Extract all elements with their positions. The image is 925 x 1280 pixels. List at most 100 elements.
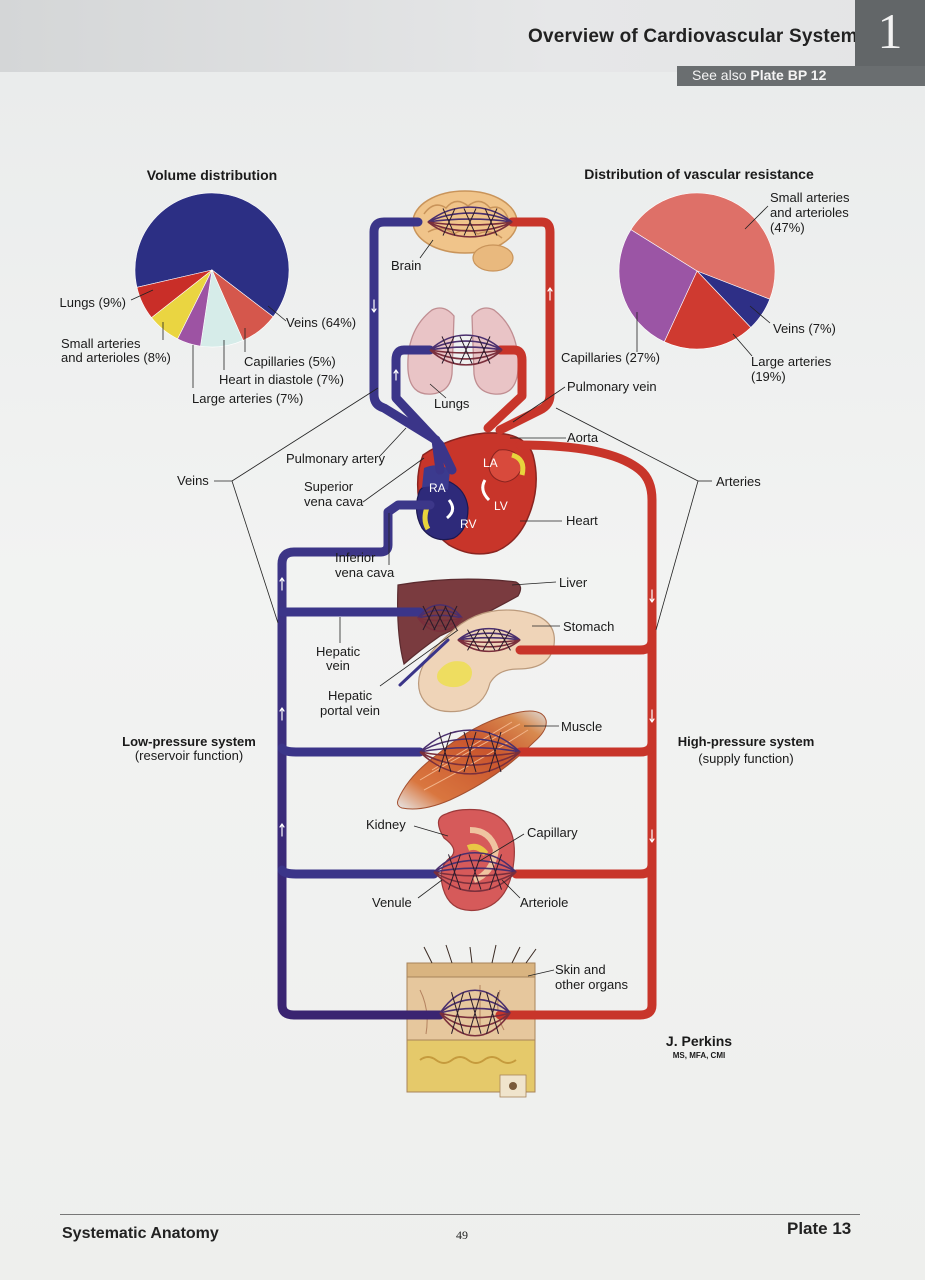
volume-label-capillaries: Capillaries (5%) [244, 354, 336, 369]
page-title: Overview of Cardiovascular System [528, 26, 858, 47]
capillary-strand [457, 639, 521, 644]
capillary-strand [417, 604, 463, 619]
label-veins: Veins [177, 473, 209, 488]
label-hepatic-portal-2: portal vein [320, 703, 380, 718]
label-skin-1: Skin and [555, 962, 606, 977]
capillary-strand [429, 349, 503, 354]
volume-label-veins: Veins (64%) [286, 315, 356, 330]
capillary-crosslink [433, 605, 447, 631]
label-superior-vc-2: vena cava [304, 494, 364, 509]
capillary-strand [457, 639, 521, 648]
capillary-strand [427, 206, 513, 223]
stomach-illustration [418, 609, 555, 713]
capillary-strand [457, 636, 521, 641]
capillary-strand [417, 617, 463, 622]
capillary-strand [427, 221, 513, 238]
label-kidney: Kidney [366, 817, 406, 832]
see-also-ref[interactable]: Plate BP 12 [750, 67, 827, 83]
pulmonary-vein [483, 345, 527, 433]
resistance-label-small-3: (47%) [770, 220, 805, 235]
capillary-strand [429, 334, 503, 351]
capillary-strand [429, 349, 503, 360]
capillary-strand [429, 346, 503, 351]
label-aorta: Aorta [567, 430, 599, 445]
capillary-crosslink [482, 629, 496, 651]
capillary-strand [439, 1012, 511, 1019]
volume-slice-large-arteries [136, 269, 213, 319]
artery-brain [495, 217, 555, 435]
capillary-crosslink [488, 731, 502, 773]
capillary-strand [433, 871, 517, 877]
capillary-strand [419, 751, 521, 766]
volume-label-heart: Heart in diastole (7%) [219, 372, 344, 387]
capillary-strand [439, 1012, 511, 1037]
capillary-strand [419, 729, 521, 753]
footer-divider [60, 1214, 860, 1215]
plate-number-box: 1 [855, 0, 925, 66]
capillary-strand [417, 617, 463, 627]
resistance-label-small-2: and arterioles [770, 205, 849, 220]
see-also-text[interactable]: See also Plate BP 12 [692, 67, 826, 83]
artist-name: J. Perkins [666, 1033, 732, 1049]
label-skin-2: other organs [555, 977, 628, 992]
label-high-pressure-1: High-pressure system [678, 734, 815, 749]
capillary-strand [417, 614, 463, 619]
artist-credentials: MS, MFA, CMI [673, 1051, 725, 1060]
volume-chart-title: Volume distribution [147, 167, 277, 183]
capillary-crosslink [441, 336, 455, 364]
capillary-crosslink [422, 605, 436, 631]
label-superior-vc-1: Superior [304, 479, 354, 494]
capillary-strand [429, 340, 503, 351]
label-inferior-vc-1: Inferior [335, 550, 376, 565]
resistance-chart-title: Distribution of vascular resistance [584, 166, 814, 182]
label-low-pressure-1: Low-pressure system [122, 734, 256, 749]
see-also-prefix: See also [692, 67, 747, 83]
label-ra: RA [429, 481, 446, 495]
label-capillary: Capillary [527, 825, 578, 840]
capillary-strand [433, 859, 517, 873]
label-high-pressure-2: (supply function) [698, 751, 793, 766]
header-bar [0, 0, 925, 72]
capillary-crosslink [468, 992, 482, 1034]
capillary-strand [439, 998, 511, 1014]
capillary-strand [419, 738, 521, 753]
capillary-strand [417, 609, 463, 619]
capillary-strand [429, 349, 503, 366]
pulmonary-artery [391, 345, 457, 475]
resistance-label-large-2: (19%) [751, 369, 786, 384]
muscle-illustration [397, 710, 547, 810]
resistance-leaders [636, 205, 771, 357]
capillary-strand [439, 989, 511, 1014]
label-la: LA [483, 456, 498, 470]
label-inferior-vc-2: vena cava [335, 565, 395, 580]
descending-aorta [495, 440, 657, 1020]
capillary-crosslink [444, 605, 458, 631]
label-lungs: Lungs [434, 396, 470, 411]
capillary-crosslink [477, 336, 491, 364]
label-hepatic-vein-1: Hepatic [316, 644, 361, 659]
capillary-strand [457, 627, 521, 641]
brain-illustration [412, 190, 518, 272]
volume-label-small-arteries-1: Small arteries [61, 336, 141, 351]
capillary-strand [427, 212, 513, 223]
footer-section-title: Systematic Anatomy [62, 1225, 219, 1242]
vessels [277, 217, 657, 1020]
capillary-strand [439, 1012, 511, 1028]
volume-label-small-arteries-2: and arterioles (8%) [61, 350, 171, 365]
capillary-crosslink [486, 992, 499, 1034]
capillary-crosslink [459, 336, 473, 364]
volume-pie [134, 192, 290, 348]
resistance-label-small-1: Small arteries [770, 190, 850, 205]
capillary-crosslink [489, 854, 502, 890]
capillary-strand [427, 221, 513, 232]
capillary-strand [427, 218, 513, 223]
label-hepatic-vein-2: vein [326, 658, 350, 673]
capillary-crosslink [467, 629, 480, 651]
label-arteries: Arteries [716, 474, 761, 489]
capillary-strand [417, 617, 463, 632]
capillary-strand [433, 852, 517, 873]
inferior-vena-cava [277, 500, 445, 1020]
label-venule: Venule [372, 895, 412, 910]
capillary-crosslink [442, 208, 456, 236]
